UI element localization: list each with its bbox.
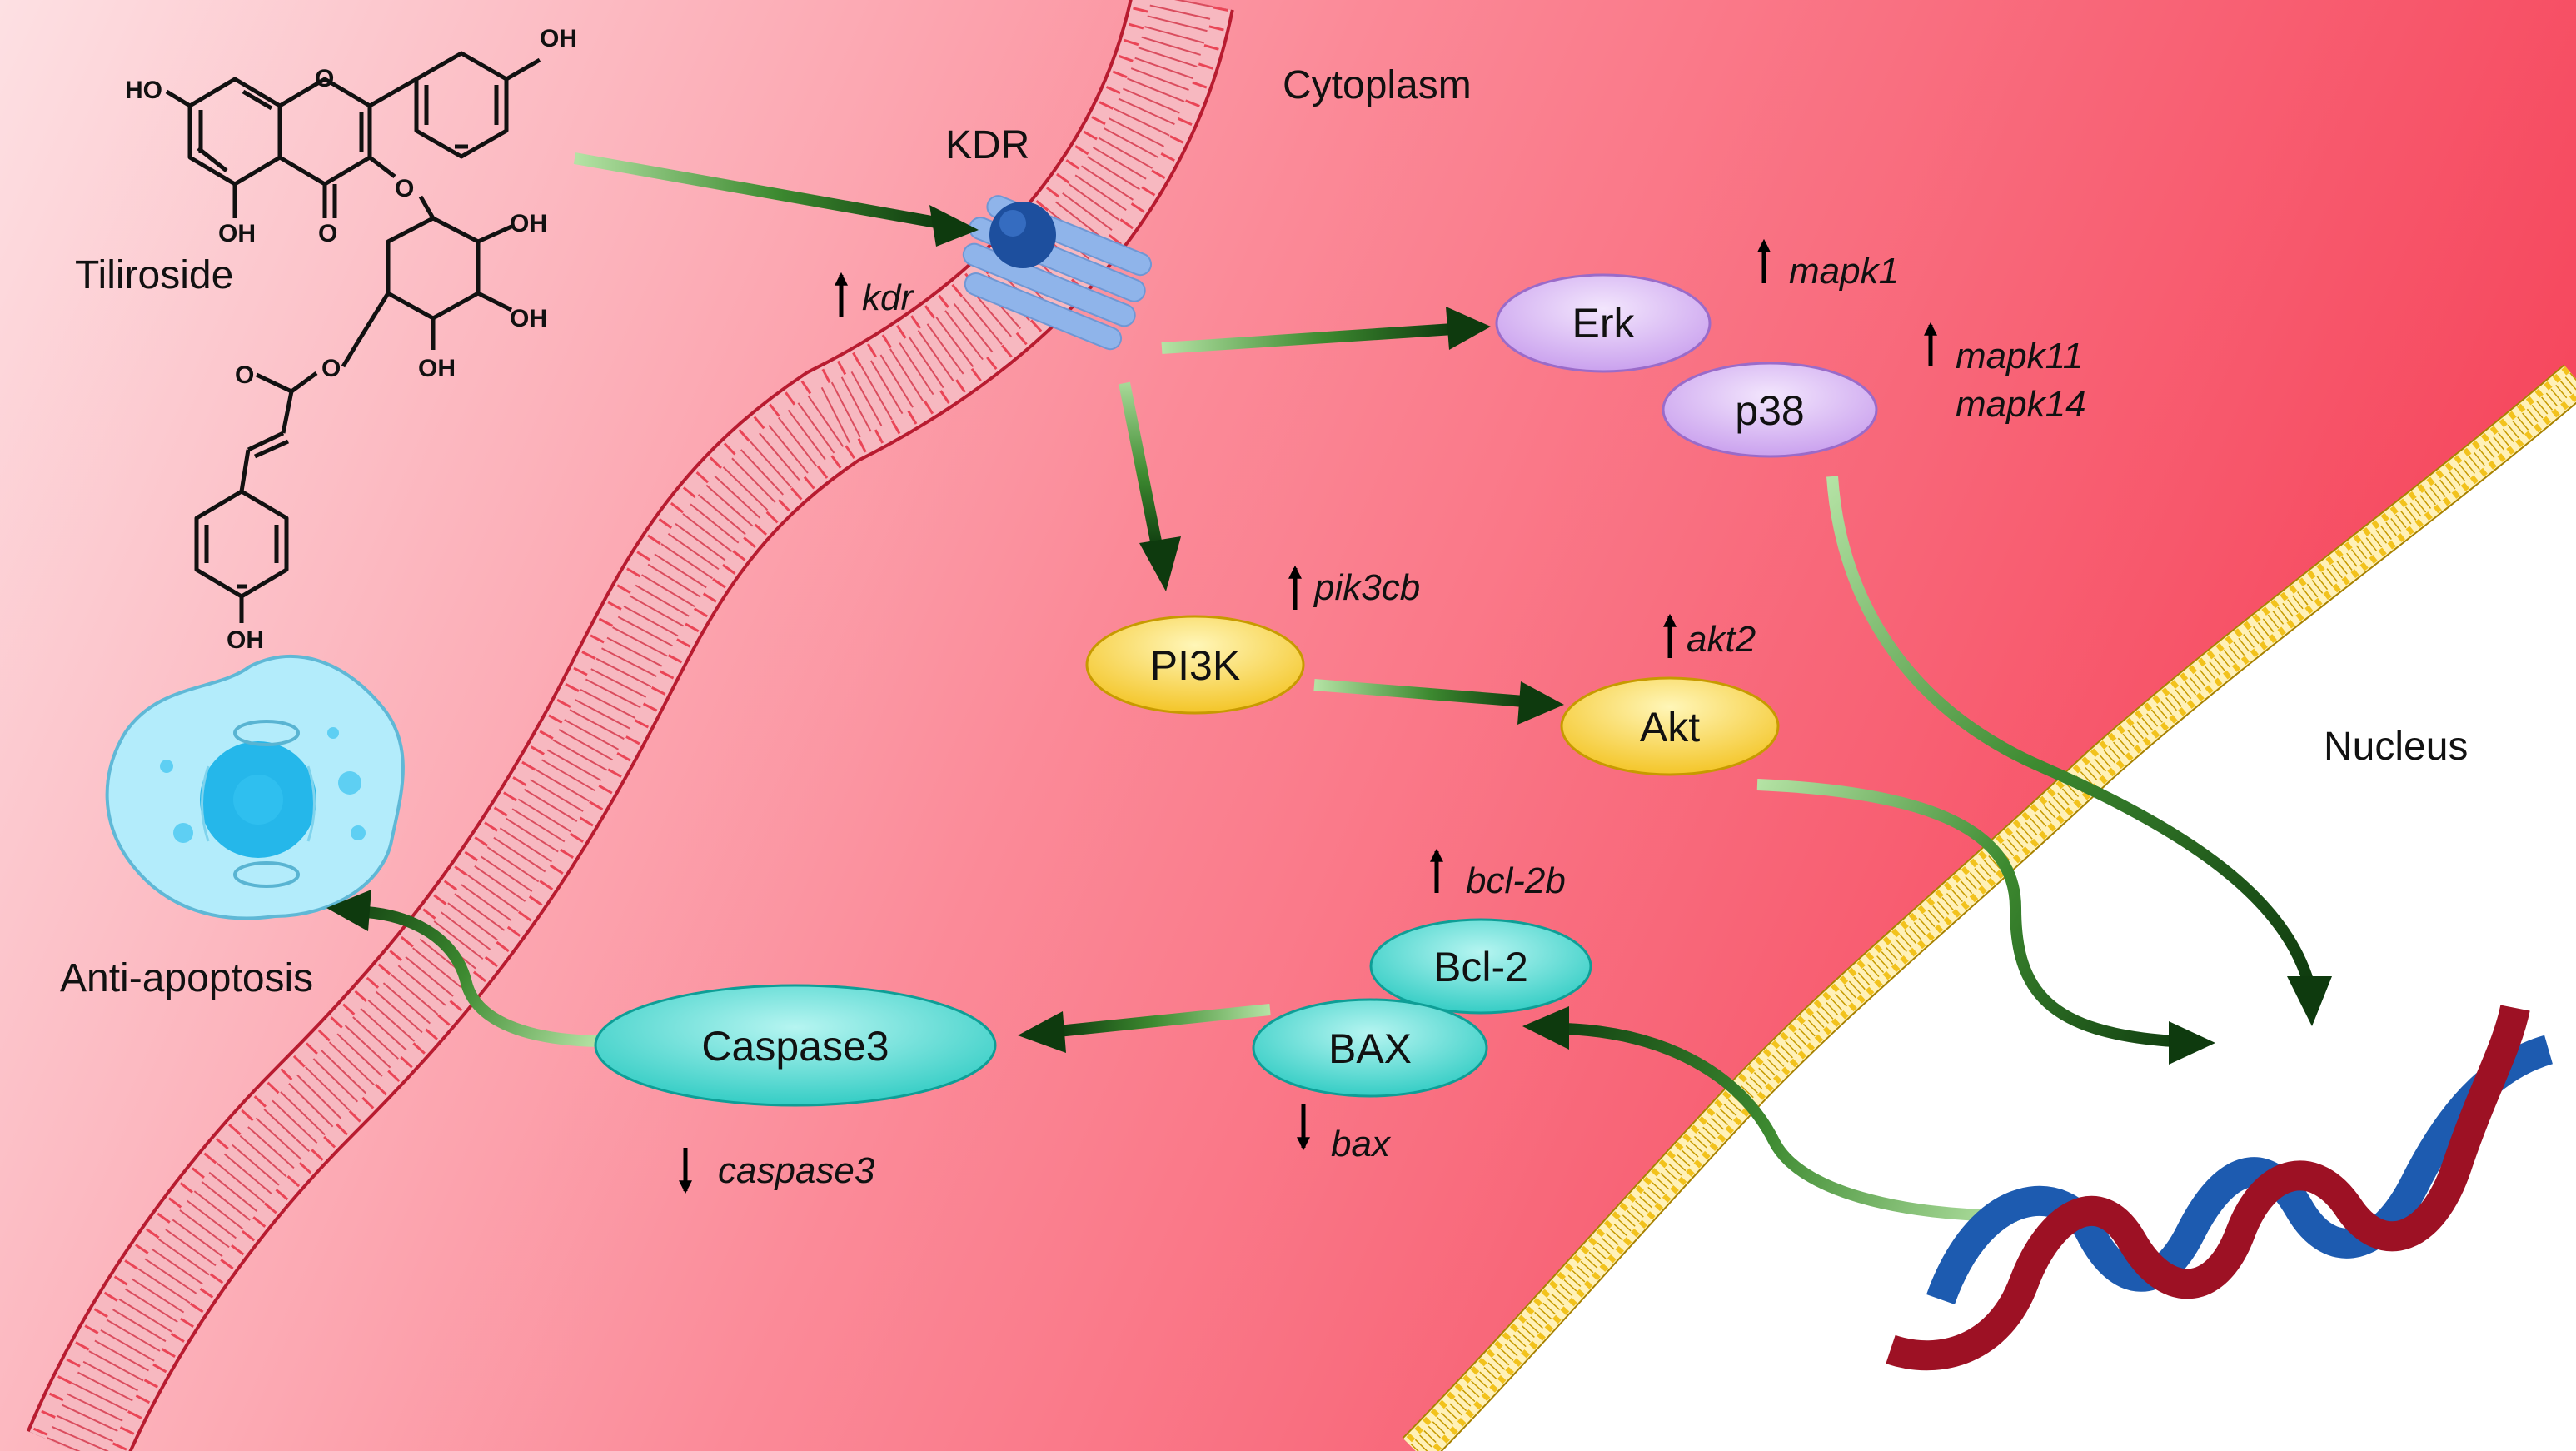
gene-kdr: kdr: [862, 277, 914, 318]
svg-text:O: O: [315, 65, 334, 92]
regulation-arrows: [678, 238, 1938, 1194]
gene-caspase3: caspase3: [718, 1150, 875, 1191]
bcl2-node: Bcl-2: [1369, 918, 1592, 1015]
gene-bax: bax: [1331, 1124, 1392, 1164]
anti-apoptosis-label: Anti-apoptosis: [60, 956, 313, 1000]
tiliroside-atoms: OH HO O OH O O OH OH OH O O OH: [125, 25, 577, 654]
gene-mapk1: mapk1: [1789, 251, 1899, 292]
svg-text:OH: OH: [418, 355, 456, 382]
gene-labels: kdr mapk1 mapk11 mapk14 pik3cb akt2 bcl-…: [718, 251, 2086, 1191]
svg-text:p38: p38: [1735, 387, 1804, 434]
svg-text:Bcl-2: Bcl-2: [1433, 944, 1528, 990]
tiliroside-structure: [165, 51, 541, 623]
kdr-label: KDR: [945, 123, 1029, 167]
svg-text:O: O: [318, 220, 337, 247]
svg-text:Erk: Erk: [1572, 300, 1636, 347]
bax-node: BAX: [1252, 998, 1488, 1098]
svg-text:PI3K: PI3K: [1150, 642, 1240, 689]
svg-text:OH: OH: [218, 220, 256, 247]
svg-text:OH: OH: [227, 626, 264, 654]
svg-text:O: O: [321, 355, 341, 382]
gene-akt2: akt2: [1687, 619, 1756, 660]
svg-text:Caspase3: Caspase3: [701, 1023, 889, 1070]
gene-bcl2b: bcl-2b: [1466, 860, 1566, 901]
gene-mapk11: mapk11: [1956, 336, 2083, 376]
svg-text:OH: OH: [540, 25, 577, 52]
curved-arrows: [326, 476, 2332, 1222]
nuclear-membrane: [1402, 364, 2576, 1451]
gene-pik3cb: pik3cb: [1313, 567, 1420, 608]
erk-node: Erk: [1495, 273, 1712, 373]
svg-text:HO: HO: [125, 77, 162, 104]
kdr-receptor-icon: [962, 195, 1153, 351]
svg-text:OH: OH: [510, 305, 547, 332]
svg-text:O: O: [395, 175, 414, 202]
dna-icon: [1886, 1005, 2554, 1371]
svg-text:Akt: Akt: [1640, 704, 1700, 750]
svg-text:BAX: BAX: [1328, 1025, 1412, 1072]
tiliroside-label: Tiliroside: [75, 253, 233, 297]
cell-icon: [105, 655, 405, 920]
pathway-arrows: [573, 152, 1564, 1053]
p38-node: p38: [1662, 362, 1878, 458]
gene-mapk14: mapk14: [1956, 384, 2086, 425]
akt-node: Akt: [1560, 676, 1780, 776]
cytoplasm-label: Cytoplasm: [1283, 63, 1472, 107]
nucleus-label: Nucleus: [2324, 725, 2468, 769]
svg-text:OH: OH: [510, 210, 547, 237]
svg-text:O: O: [235, 362, 254, 389]
caspase3-node: Caspase3: [594, 984, 997, 1107]
pi3k-node: PI3K: [1085, 615, 1305, 715]
